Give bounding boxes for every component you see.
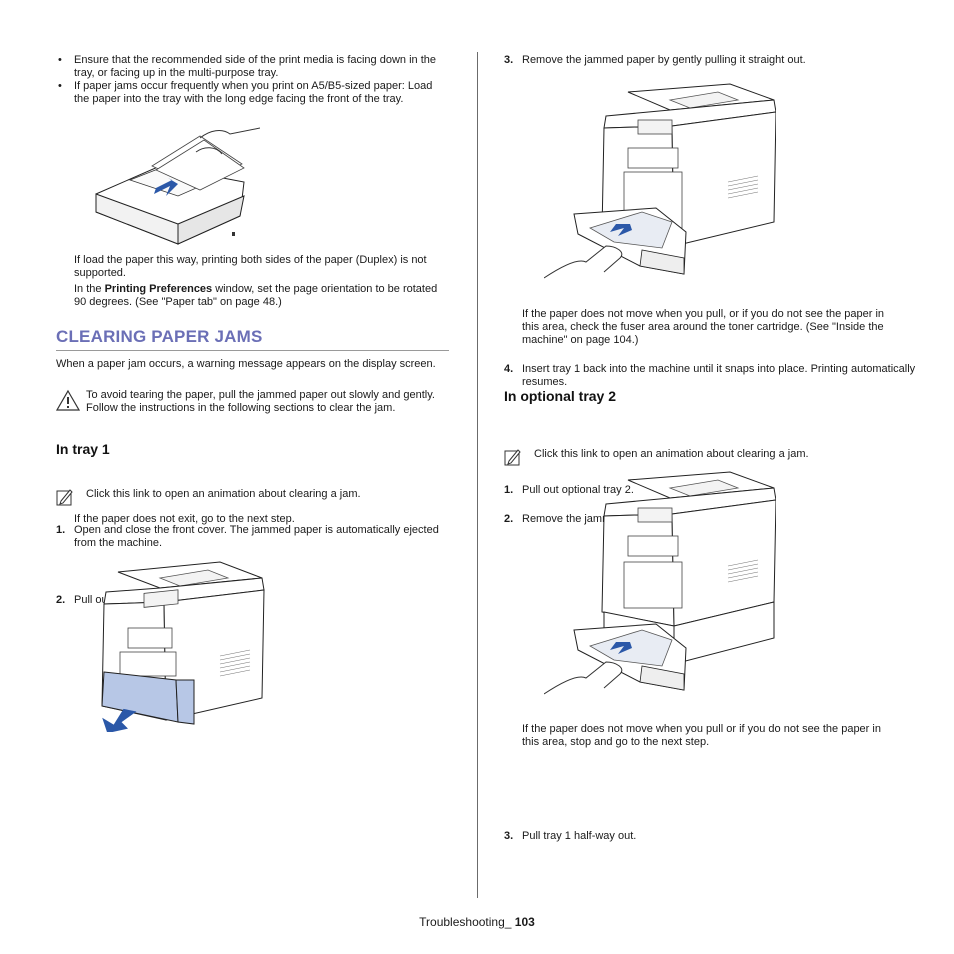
jammed-paper-tray1-illustration bbox=[544, 82, 776, 282]
left-column: Ensure that the recommended side of the … bbox=[56, 0, 449, 732]
page-footer: Troubleshooting_ 103 bbox=[0, 916, 954, 929]
stop-note: If the paper does not move when you pull… bbox=[522, 723, 881, 748]
tray1-step-3: 3. Remove the jammed paper by gently pul… bbox=[504, 54, 916, 67]
step-text: Remove the jammed paper by gently pullin… bbox=[522, 54, 806, 66]
section-title: CLEARING PAPER JAMS bbox=[56, 327, 449, 351]
preferences-note: In the Printing Preferences window, set … bbox=[56, 283, 449, 309]
tray1-step-4: 4. Insert tray 1 back into the machine u… bbox=[504, 363, 916, 389]
step-number: 3. bbox=[504, 54, 514, 66]
tip-item: If paper jams occur frequently when you … bbox=[56, 80, 449, 106]
tray2-heading: In optional tray 2 bbox=[504, 388, 617, 404]
preferences-note-post: window, set the page orientation to be r… bbox=[74, 283, 438, 308]
step-text: Pull out optional tray 2. bbox=[522, 484, 634, 496]
warning-triangle-icon bbox=[56, 389, 80, 411]
duplex-note: If load the paper this way, printing bot… bbox=[74, 254, 427, 279]
caution-note: To avoid tearing the paper, pull the jam… bbox=[56, 389, 461, 415]
step-text: Pull tray 1 half-way out. bbox=[522, 830, 637, 842]
step-number: 4. bbox=[504, 363, 514, 375]
jammed-paper-tray2-illustration bbox=[544, 470, 776, 698]
tray1-heading: In tray 1 bbox=[56, 441, 110, 457]
step-text: Open and close the front cover. The jamm… bbox=[74, 524, 439, 549]
tray2-link-text[interactable]: Click this link to open an animation abo… bbox=[534, 448, 809, 460]
tray-loading-illustration bbox=[92, 124, 260, 252]
step-number: 1. bbox=[56, 524, 66, 536]
intro-text: When a paper jam occurs, a warning messa… bbox=[56, 358, 436, 370]
column-divider bbox=[477, 52, 478, 898]
step-number: 2. bbox=[56, 594, 66, 606]
tray1-link-text[interactable]: Click this link to open an animation abo… bbox=[86, 488, 361, 500]
caution-text: To avoid tearing the paper, pull the jam… bbox=[86, 389, 435, 414]
tray2-animation-link[interactable]: Click this link to open an animation abo… bbox=[504, 448, 910, 466]
tray1-step-1-sub: If the paper does not exit, go to the ne… bbox=[74, 513, 295, 525]
tray2-step-1: 1. Pull out optional tray 2. bbox=[504, 484, 916, 497]
step-text: Insert tray 1 back into the machine unti… bbox=[522, 363, 916, 388]
pencil-note-icon[interactable] bbox=[56, 488, 74, 506]
right-column: 3. Remove the jammed paper by gently pul… bbox=[504, 0, 915, 842]
printing-preferences-label: Printing Preferences bbox=[104, 283, 213, 295]
tips-list: Ensure that the recommended side of the … bbox=[56, 54, 449, 106]
step-number: 1. bbox=[504, 484, 514, 496]
tray2-step-3: 3. Pull tray 1 half-way out. bbox=[504, 830, 916, 843]
printer-tray1-illustration bbox=[100, 556, 268, 732]
preferences-note-pre: In the bbox=[74, 283, 105, 295]
footer-chapter-label: Troubleshooting_ bbox=[419, 915, 512, 929]
tray1-animation-link[interactable]: Click this link to open an animation abo… bbox=[56, 488, 461, 506]
tip-item: Ensure that the recommended side of the … bbox=[56, 54, 449, 80]
step-number: 2. bbox=[504, 513, 514, 525]
step-number: 3. bbox=[504, 830, 514, 842]
tray1-step-1: 1. Open and close the front cover. The j… bbox=[56, 524, 449, 550]
page-number: 103 bbox=[514, 915, 535, 929]
fuser-note: If the paper does not move when you pull… bbox=[522, 308, 885, 346]
pencil-note-icon[interactable] bbox=[504, 448, 522, 466]
